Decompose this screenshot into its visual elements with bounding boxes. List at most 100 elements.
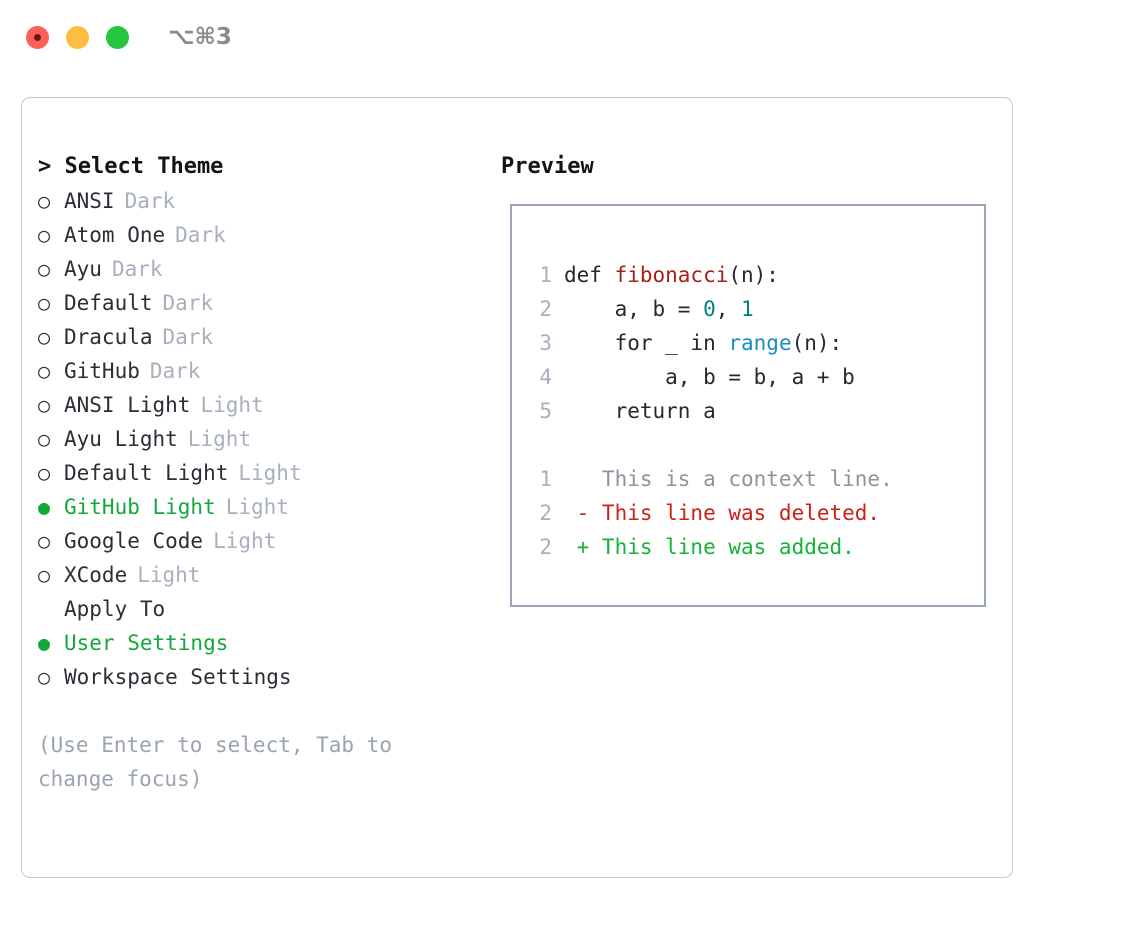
code-line: 5 return a (530, 394, 893, 428)
diff-line: 2 + This line was added. (530, 530, 893, 564)
diff-line-text: - This line was deleted. (564, 501, 881, 525)
theme-option-kind: Dark (149, 359, 201, 383)
theme-option-kind: Dark (124, 189, 176, 213)
theme-option-name: Google Code (64, 529, 204, 553)
code-line: 2 a, b = 0, 1 (530, 292, 893, 326)
radio-unselected-icon[interactable]: ○ (38, 461, 51, 485)
diff-line-text: This is a context line. (564, 467, 893, 491)
theme-option-kind: Dark (162, 325, 214, 349)
theme-option-kind: Light (213, 529, 277, 553)
theme-option-name: Default (64, 291, 153, 315)
apply-to-list: ● User Settings ○ Workspace Settings (38, 626, 488, 694)
code-token: (n): (791, 331, 843, 355)
code-line-number: 2 (539, 297, 552, 321)
keyboard-shortcut-label: ⌥⌘3 (168, 24, 232, 50)
theme-option-kind: Dark (175, 223, 226, 247)
code-line-number: 1 (539, 263, 552, 287)
theme-option-row[interactable]: ○ Ayu Light Light (38, 422, 488, 456)
theme-option-row[interactable]: ○ Ayu Dark (38, 252, 488, 286)
keyboard-hint-text: (Use Enter to select, Tab to change focu… (38, 733, 405, 791)
code-line-number: 3 (539, 331, 552, 355)
radio-unselected-icon[interactable]: ○ (38, 325, 51, 349)
theme-option-name: Ayu (64, 257, 102, 281)
theme-option-row[interactable]: ○ Google Code Light (38, 524, 488, 558)
code-line-number: 4 (539, 365, 552, 389)
theme-option-row[interactable]: ○ Dracula Dark (38, 320, 488, 354)
traffic-light-controls (26, 26, 129, 49)
theme-option-name: Default Light (64, 461, 229, 485)
apply-to-option-row[interactable]: ○ Workspace Settings (38, 660, 488, 694)
theme-option-kind: Light (137, 563, 201, 587)
maximize-dot-icon[interactable] (106, 26, 129, 49)
radio-unselected-icon[interactable]: ○ (38, 291, 51, 315)
code-token: (n): (728, 263, 779, 287)
theme-option-kind: Light (238, 461, 302, 485)
code-token: 1 (741, 297, 754, 321)
theme-option-row[interactable]: ○ ANSI Light Light (38, 388, 488, 422)
code-line: 1 def fibonacci(n): (530, 258, 893, 292)
apply-to-option-name: Workspace Settings (64, 665, 292, 689)
theme-option-name: ANSI Light (64, 393, 191, 417)
radio-unselected-icon[interactable]: ○ (38, 529, 51, 553)
diff-line: 1 This is a context line. (530, 462, 893, 496)
radio-unselected-icon[interactable]: ○ (38, 257, 51, 281)
theme-option-kind: Dark (111, 257, 163, 281)
theme-option-name: ANSI (64, 189, 115, 213)
radio-unselected-icon[interactable]: ○ (38, 359, 51, 383)
code-line-number: 5 (539, 399, 552, 423)
close-dot-icon[interactable] (26, 26, 49, 49)
select-theme-heading: > Select Theme (38, 154, 224, 179)
theme-option-name: XCode (64, 563, 128, 587)
code-token: for _ in (564, 331, 729, 355)
apply-to-heading: Apply To (64, 597, 166, 621)
list-spacer (38, 694, 488, 728)
radio-unselected-icon[interactable]: ○ (38, 427, 51, 451)
diff-line-number: 1 (539, 467, 552, 491)
theme-option-row[interactable]: ○ GitHub Dark (38, 354, 488, 388)
theme-option-kind: Light (187, 427, 252, 451)
code-token: fibonacci (614, 263, 729, 287)
theme-option-name: GitHub (64, 359, 140, 383)
apply-to-option-row[interactable]: ● User Settings (38, 626, 488, 660)
diff-line-number: 2 (539, 501, 552, 525)
radio-selected-icon[interactable]: ● (38, 495, 51, 519)
theme-option-name: Ayu Light (64, 427, 178, 451)
theme-option-kind: Light (225, 495, 289, 519)
theme-option-kind: Light (200, 393, 264, 417)
radio-unselected-icon[interactable]: ○ (38, 665, 51, 689)
code-blank-line (530, 428, 893, 462)
code-token: return a (564, 399, 716, 423)
diff-line-number: 2 (539, 535, 552, 559)
code-line: 4 a, b = b, a + b (530, 360, 893, 394)
radio-unselected-icon[interactable]: ○ (38, 563, 51, 587)
theme-option-row[interactable]: ○ ANSI Dark (38, 184, 488, 218)
radio-unselected-icon[interactable]: ○ (38, 393, 51, 417)
theme-option-name: Atom One (64, 223, 166, 247)
code-token: a, b = (564, 297, 704, 321)
minimize-dot-icon[interactable] (66, 26, 89, 49)
radio-selected-icon[interactable]: ● (38, 631, 51, 655)
code-line: 3 for _ in range(n): (530, 326, 893, 360)
preview-heading: Preview (501, 154, 594, 179)
code-token: , (715, 297, 742, 321)
theme-option-name: GitHub Light (64, 495, 216, 519)
theme-option-row[interactable]: ○ XCode Light (38, 558, 488, 592)
title-bar: ⌥⌘3 (0, 0, 1140, 78)
code-token: 0 (703, 297, 716, 321)
theme-option-row[interactable]: ○ Default Light Light (38, 456, 488, 490)
theme-option-row[interactable]: ○ Atom One Dark (38, 218, 488, 252)
theme-option-row[interactable]: ● GitHub Light Light (38, 490, 488, 524)
theme-option-name: Dracula (64, 325, 153, 349)
code-token: def (564, 263, 615, 287)
radio-unselected-icon[interactable]: ○ (38, 223, 51, 247)
radio-unselected-icon[interactable]: ○ (38, 189, 51, 213)
apply-to-option-name: User Settings (64, 631, 229, 655)
diff-line: 2 - This line was deleted. (530, 496, 893, 530)
